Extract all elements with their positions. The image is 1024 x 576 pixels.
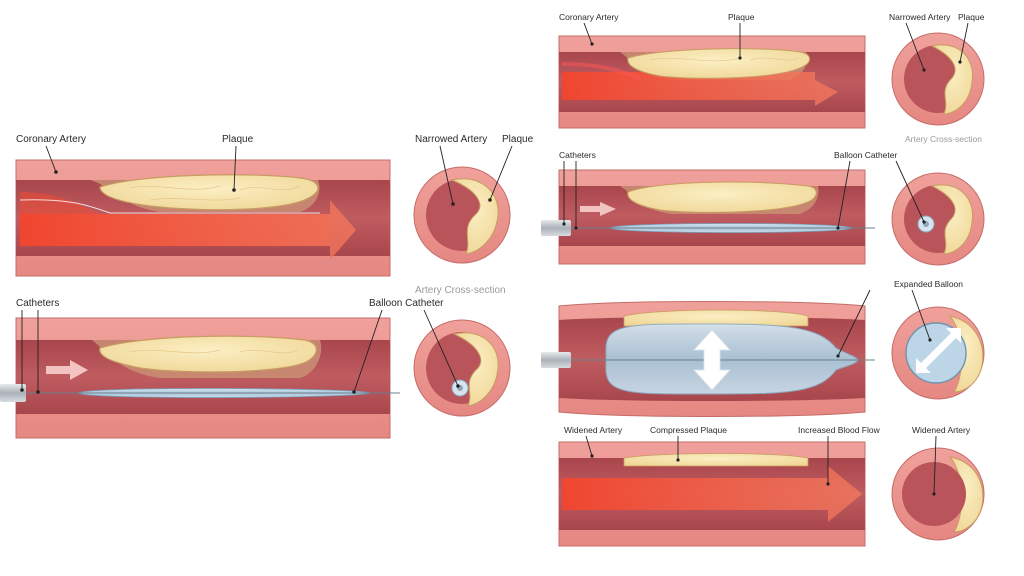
label-catheters-r: Catheters bbox=[559, 150, 596, 160]
label-compressed-plaque: Compressed Plaque bbox=[650, 425, 727, 435]
label-narrowed-artery: Narrowed Artery bbox=[415, 134, 487, 145]
catheter-tube bbox=[0, 384, 26, 402]
label-plaque-cross: Plaque bbox=[502, 134, 534, 145]
label-balloon-catheter: Balloon Catheter bbox=[369, 298, 444, 309]
left-panel-catheter bbox=[0, 317, 400, 439]
blood-flow-arrow bbox=[20, 200, 356, 260]
label-artery-cross-section: Artery Cross-section bbox=[415, 285, 506, 296]
label-expanded-balloon: Expanded Balloon bbox=[894, 279, 963, 289]
plaque bbox=[99, 174, 319, 211]
label-widened-artery: Widened Artery bbox=[564, 425, 623, 435]
left-cross-section-catheter bbox=[413, 319, 511, 417]
left-cross-section-narrowed bbox=[413, 166, 511, 264]
blood-flow-arrow bbox=[562, 466, 862, 522]
movement-arrow bbox=[46, 360, 88, 380]
label-coronary-artery-r: Coronary Artery bbox=[559, 12, 619, 22]
label-plaque-cross-r: Plaque bbox=[958, 12, 985, 22]
label-artery-cross-section-r: Artery Cross-section bbox=[905, 134, 982, 144]
right-panel-narrowed bbox=[558, 35, 866, 129]
right-cross-section-narrowed bbox=[891, 32, 985, 126]
label-catheters: Catheters bbox=[16, 298, 59, 309]
expand-arrow bbox=[693, 329, 731, 391]
label-coronary-artery: Coronary Artery bbox=[16, 134, 86, 145]
right-cross-section-expanded bbox=[891, 306, 985, 400]
label-narrowed-artery-r: Narrowed Artery bbox=[889, 12, 951, 22]
label-balloon-catheter-r: Balloon Catheter bbox=[834, 150, 897, 160]
right-cross-section-widened bbox=[891, 447, 985, 541]
label-plaque: Plaque bbox=[222, 134, 254, 145]
left-panel-narrowed bbox=[15, 159, 391, 277]
right-panel-expanded bbox=[541, 301, 875, 417]
label-increased-blood-flow: Increased Blood Flow bbox=[798, 425, 881, 435]
expand-diagonal-arrow bbox=[916, 328, 961, 373]
plaque bbox=[99, 335, 317, 373]
label-widened-artery-cross: Widened Artery bbox=[912, 425, 971, 435]
right-cross-section-catheter bbox=[891, 172, 985, 266]
right-panel-widened bbox=[558, 441, 866, 547]
label-plaque-r: Plaque bbox=[728, 12, 755, 22]
right-panel-catheter bbox=[541, 169, 875, 265]
